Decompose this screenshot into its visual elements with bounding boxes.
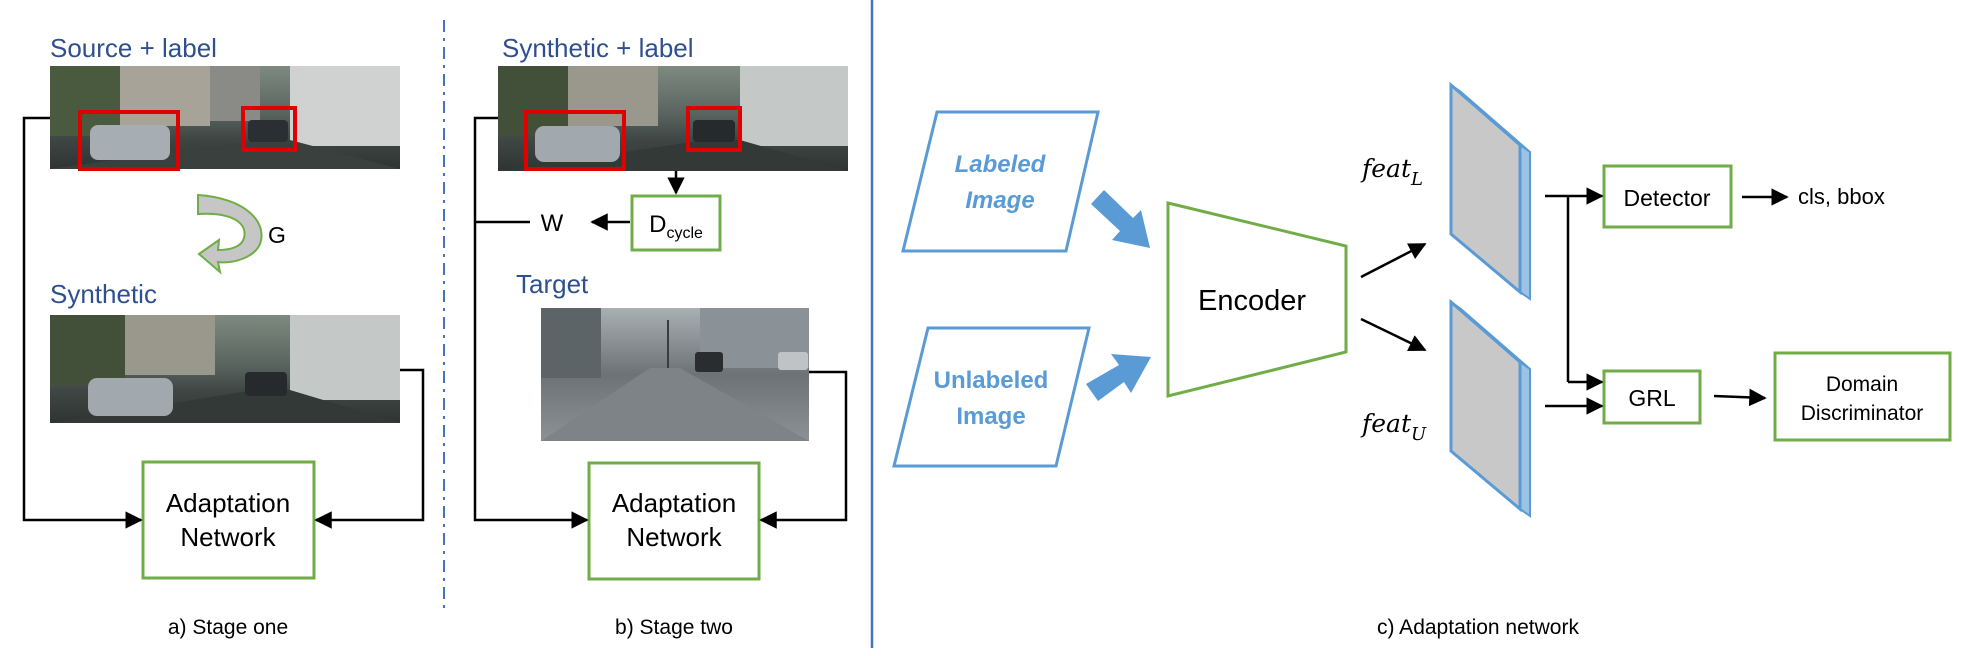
stage-one-adaptation-line1: Adaptation: [166, 488, 290, 518]
stage-one-adaptation-box: [141, 460, 316, 580]
grl-label: GRL: [1628, 385, 1676, 411]
labeled-image-shape: [901, 110, 1100, 253]
detector-box: [1602, 164, 1733, 229]
source-street-image: [50, 66, 400, 169]
stage-one-source-connector: [22, 116, 143, 529]
stage-two-adaptation-box: [587, 461, 761, 581]
feat-u-label: featU: [1360, 409, 1427, 445]
synthetic-label-title: Synthetic: [50, 279, 157, 309]
stage-two-bbox-car-2: [686, 106, 742, 152]
stage-two-adaptation-line1: Adaptation: [612, 488, 736, 518]
unlabeled-image-line1: Unlabeled: [934, 367, 1049, 394]
labeled-image-line1: Labeled: [955, 151, 1047, 178]
encoder-label: Encoder: [1198, 285, 1306, 317]
adaptation-network-caption: c) Adaptation network: [1377, 616, 1579, 639]
stage-two-panel: Synthetic + label Dcycle W Target: [473, 33, 848, 639]
encoder-to-feat-l-arrow: [1360, 242, 1427, 279]
generator-curved-arrow: [197, 193, 263, 275]
encoder-block: [1166, 201, 1348, 398]
stage-two-caption: b) Stage two: [615, 616, 733, 639]
detector-output-label: cls, bbox: [1798, 184, 1885, 209]
unlabeled-to-encoder-arrow: [1086, 354, 1151, 401]
grl-to-discriminator-arrow: [1713, 388, 1767, 407]
encoder-to-feat-u-arrow: [1360, 317, 1427, 352]
synthetic-plus-label-title: Synthetic + label: [502, 33, 694, 63]
unlabeled-image-shape: [892, 326, 1091, 468]
stage-one-adaptation-line2: Network: [180, 522, 276, 552]
source-bbox-car-1: [78, 110, 180, 171]
labeled-to-encoder-arrow: [1091, 190, 1150, 248]
labeled-image-line2: Image: [965, 187, 1034, 214]
dcycle-box: [630, 194, 722, 252]
dcycle-label: Dcycle: [649, 211, 703, 242]
target-street-image: [541, 308, 809, 441]
stage-two-target-connector: [759, 370, 848, 529]
weight-label: W: [541, 210, 564, 237]
unlabeled-image-line2: Image: [956, 403, 1025, 430]
stage-two-synthetic-image: [498, 66, 848, 171]
domain-discriminator-line2: Discriminator: [1801, 402, 1924, 425]
stage-one-panel: Source + label G Synthetic: [22, 33, 425, 639]
domain-discriminator-box: [1773, 351, 1952, 442]
generator-label: G: [268, 222, 286, 248]
feat-u-map: [1449, 298, 1531, 518]
stage-one-synthetic-connector: [314, 368, 425, 529]
grl-box: [1602, 369, 1702, 425]
detector-label: Detector: [1624, 185, 1711, 211]
stage-two-source-connector: [473, 116, 589, 529]
stage-two-bbox-car-1: [524, 110, 626, 171]
target-label-title: Target: [516, 269, 589, 299]
feat-l-label: featL: [1360, 154, 1423, 190]
adaptation-network-panel: Labeled Image Unlabeled Image Encoder fe…: [892, 81, 1952, 639]
synthetic-street-image: [50, 315, 400, 423]
source-bbox-car-2: [241, 106, 297, 152]
domain-discriminator-line1: Domain: [1826, 373, 1898, 396]
source-label-title: Source + label: [50, 33, 217, 63]
stage-two-adaptation-line2: Network: [626, 522, 722, 552]
feat-l-map: [1449, 81, 1531, 301]
stage-one-caption: a) Stage one: [168, 616, 288, 639]
